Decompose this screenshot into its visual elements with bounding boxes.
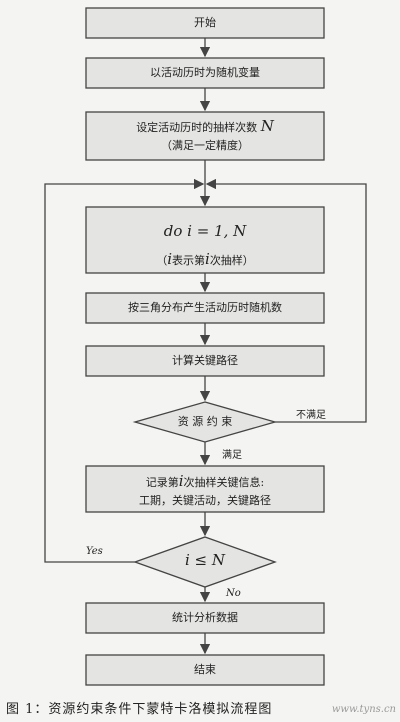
record-var: i — [178, 472, 184, 490]
watermark: www.tyns.cn — [331, 704, 396, 715]
set-count-text: 设定活动历时的抽样次数 — [136, 121, 258, 134]
resource-label: 资 源 约 束 — [177, 415, 233, 428]
record-text: 记录第 — [145, 476, 179, 489]
end-box — [85, 654, 325, 686]
loop-note-mid: 表示第 — [172, 254, 205, 267]
start-box — [85, 7, 325, 39]
edge-no-label: No — [226, 588, 241, 599]
end-label: 结束 — [194, 663, 216, 676]
generate-label: 按三角分布产生活动历时随机数 — [128, 301, 282, 314]
arrow-yes-loop — [44, 178, 205, 563]
record-box — [85, 465, 325, 513]
set-count-var: N — [260, 117, 274, 135]
edge-not-satisfied-label: 不满足 — [296, 410, 326, 421]
loop-statement: do i = 1, N — [163, 222, 247, 240]
set-variable-label: 以活动历时为随机变量 — [150, 66, 260, 79]
arrow-not-satisfied-loop — [205, 178, 367, 423]
loop-note-var: i — [167, 250, 172, 268]
loop-note-end: 次抽样） — [209, 254, 254, 267]
edge-yes-label: Yes — [86, 546, 103, 557]
record-detail: 工期，关键活动，关键路径 — [139, 494, 271, 507]
analysis-box — [85, 602, 325, 634]
set-count-box — [85, 111, 325, 161]
figure-caption: 图 1：资源约束条件下蒙特卡洛模拟流程图 — [6, 702, 273, 717]
start-label: 开始 — [194, 16, 216, 29]
decision-label: i ≤ N — [184, 551, 226, 569]
loop-note-open: （ — [156, 254, 168, 267]
loop-note-var2: i — [205, 250, 210, 268]
set-count-note: （满足一定精度） — [161, 139, 249, 152]
loop-box — [85, 206, 325, 274]
set-variable-box — [85, 57, 325, 89]
loop-label: do i = 1, N （i表示第i次抽样） — [86, 218, 324, 274]
analysis-label: 统计分析数据 — [172, 611, 238, 624]
set-count-label: 设定活动历时的抽样次数 N （满足一定精度） — [86, 117, 324, 155]
edge-satisfied-label: 满足 — [222, 450, 242, 461]
record-label: 记录第i次抽样关键信息: 工期，关键活动，关键路径 — [86, 472, 324, 510]
critical-path-box — [85, 345, 325, 377]
record-text-suffix: 次抽样关键信息: — [183, 476, 265, 489]
critical-path-label: 计算关键路径 — [172, 354, 238, 367]
